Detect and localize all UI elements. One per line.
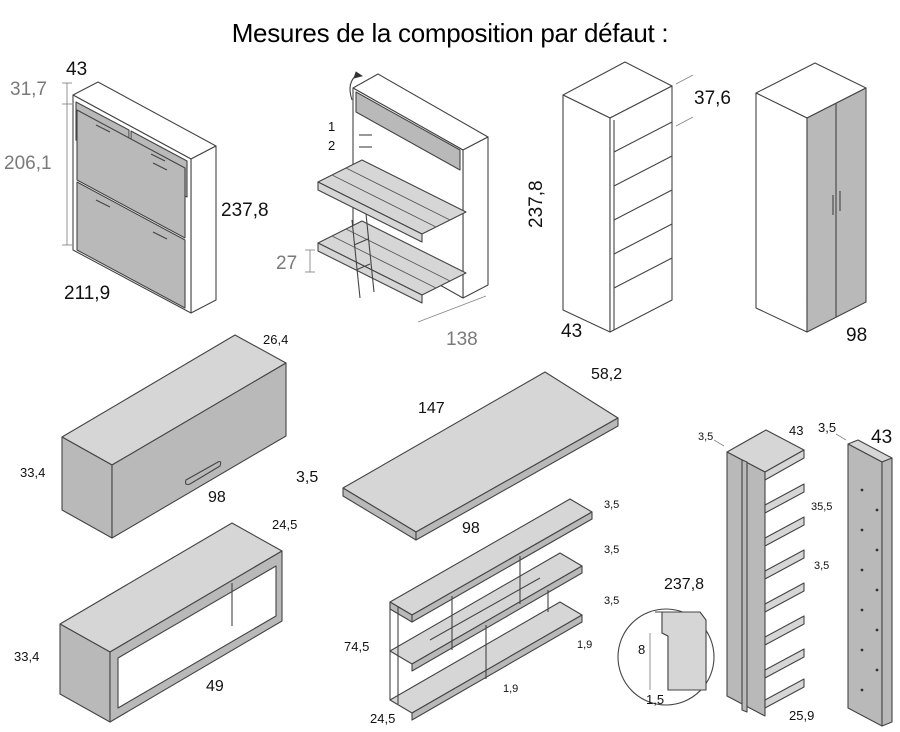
wall-unit-height-label: 33,4 (20, 465, 46, 480)
callout-2: 2 (328, 138, 336, 153)
bunk-length-label: 138 (446, 329, 478, 350)
side-panel (835, 433, 893, 727)
groove-detail (617, 608, 715, 706)
tall-shelf-shelf-label: 3,5 (814, 560, 830, 572)
low-shelf-width-label: 98 (462, 520, 480, 537)
low-shelf-low-label: 3,5 (604, 595, 620, 607)
side-panel-width-label: 43 (871, 427, 893, 448)
low-shelf-side-label: 1,9 (577, 639, 593, 651)
bed-depth-label: 43 (66, 59, 88, 80)
bed-height-label: 206,1 (4, 153, 52, 174)
folding-bed-cabinet (62, 81, 217, 314)
wall-unit-width-label: 98 (208, 489, 226, 506)
low-shelf-top-label: 3,5 (604, 499, 620, 511)
tall-shelf (713, 429, 805, 717)
bunk-gap-label: 27 (276, 253, 298, 274)
callout-1: 1 (328, 119, 336, 134)
shelf-width-label: 43 (561, 321, 583, 342)
desk-thickness-label: 3,5 (296, 469, 319, 486)
wall-unit-door (61, 334, 287, 539)
open-shelf-column (562, 61, 694, 333)
low-shelf-bottom-label: 1,9 (503, 683, 519, 695)
desk-length-label: 147 (418, 400, 445, 417)
wall-unit-open (59, 522, 283, 723)
low-shelf (389, 498, 593, 721)
shelf-height-label: 237,8 (526, 180, 547, 228)
bed-top-height-label: 31,7 (10, 79, 47, 100)
side-panel-thickness-label: 3,5 (818, 420, 837, 435)
low-shelf-mid-label: 3,5 (604, 544, 620, 556)
tall-shelf-side-label: 3,5 (698, 431, 714, 443)
tall-shelf-height-label: 237,8 (664, 576, 705, 593)
open-unit-height-label: 33,4 (14, 649, 40, 664)
wardrobe-width-label: 98 (846, 325, 868, 346)
bunk-bed-unit (305, 71, 489, 323)
shelf-depth-label: 37,6 (694, 88, 731, 109)
detail-height-label: 8 (638, 642, 646, 657)
desk-depth-label: 58,2 (591, 366, 623, 383)
bed-total-height-label: 237,8 (221, 200, 269, 221)
tall-shelf-depth-label: 25,9 (789, 708, 815, 723)
tall-shelf-width-label: 43 (789, 423, 804, 438)
desk-top (342, 371, 619, 541)
low-shelf-height-label: 74,5 (344, 639, 370, 654)
wall-unit-depth-label: 26,4 (263, 332, 289, 347)
wardrobe (755, 62, 867, 333)
open-unit-depth-label: 24,5 (272, 517, 298, 532)
low-shelf-depth-label: 24,5 (370, 711, 396, 726)
detail-thickness-label: 1,5 (646, 692, 665, 707)
page-title: Mesures de la composition par défaut : (231, 18, 669, 48)
tall-shelf-gap-label: 35,5 (811, 501, 833, 513)
open-unit-width-label: 49 (206, 678, 224, 695)
bed-width-label: 211,9 (64, 283, 111, 304)
